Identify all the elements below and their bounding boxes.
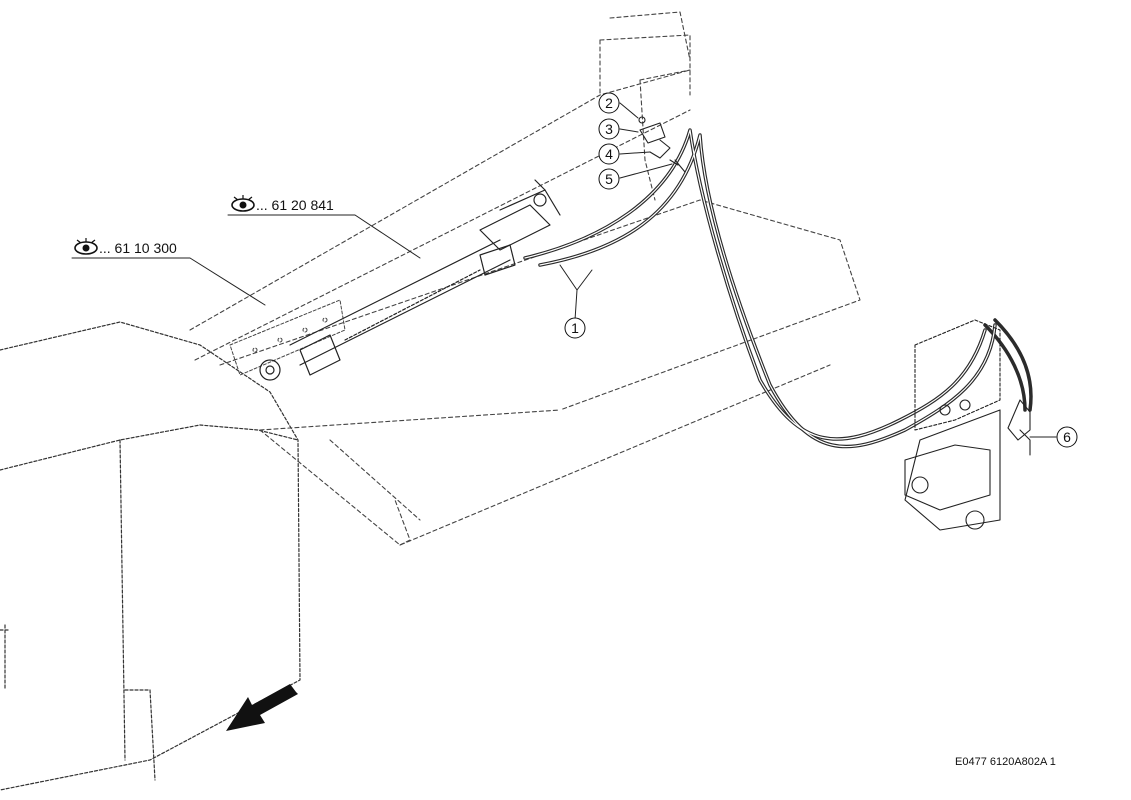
mounting-plate (229, 299, 346, 376)
main-frame-beam (189, 11, 861, 546)
valve-block (904, 319, 1031, 531)
eye-icon (231, 195, 255, 212)
svg-text:4: 4 (605, 146, 613, 162)
svg-text:2: 2 (605, 95, 613, 111)
svg-text:1: 1 (571, 320, 579, 336)
fastener-parts (638, 116, 686, 173)
figure-id: E0477 6120A802A 1 (955, 756, 1056, 768)
eye-icon (74, 238, 98, 255)
direction-arrow-icon (226, 684, 298, 731)
hydraulic-cylinder (259, 179, 561, 381)
svg-text:3: 3 (605, 121, 613, 137)
svg-text:6: 6 (1063, 429, 1071, 445)
callout-4: 4 (598, 143, 620, 165)
machine-housing (0, 321, 301, 791)
callout-3: 3 (598, 118, 620, 140)
callout-5: 5 (598, 168, 620, 190)
callout-1: 1 (564, 317, 586, 339)
reference-61-10-300: ... 61 10 300 (74, 238, 177, 256)
callout-6: 6 (1056, 426, 1078, 448)
reference-61-20-841: ... 61 20 841 (231, 195, 334, 213)
callout-leaders (71, 102, 1057, 438)
svg-text:... 61 20 841: ... 61 20 841 (256, 197, 334, 213)
callout-2: 2 (598, 92, 620, 114)
svg-text:... 61 10 300: ... 61 10 300 (99, 240, 177, 256)
svg-text:5: 5 (605, 171, 613, 187)
